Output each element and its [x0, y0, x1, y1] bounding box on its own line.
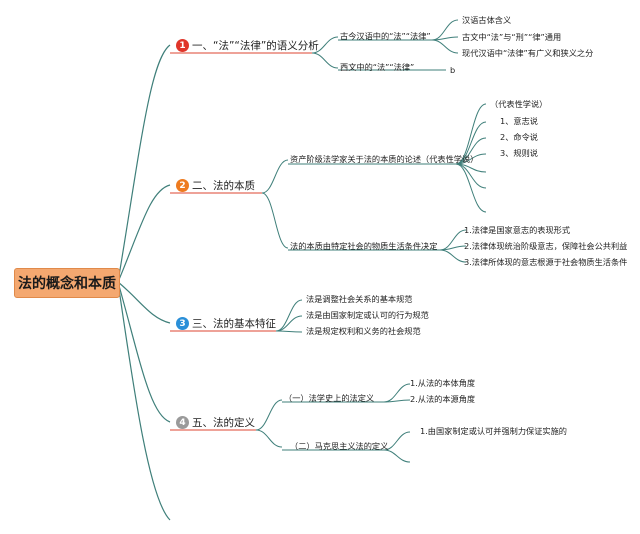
subtopic-3-1[interactable]: 法是调整社会关系的基本规范 — [306, 294, 413, 304]
badge-1-icon: 1 — [176, 39, 189, 52]
topic-1-label: 一、“法”“法律”的语义分析 — [192, 40, 319, 52]
badge-4-icon: 4 — [176, 416, 189, 429]
topic-2[interactable]: 2 二、法的本质 — [176, 178, 255, 193]
topic-4[interactable]: 4 五、法的定义 — [176, 415, 255, 430]
topic-3-label: 三、法的基本特征 — [192, 318, 276, 330]
leaf-2-1-3[interactable]: 2、命令说 — [500, 132, 538, 142]
leaf-2-1-4[interactable]: 3、规则说 — [500, 148, 538, 158]
leaf-2-2-2[interactable]: 2.法律体现统治阶级意志，保障社会公共利益 — [464, 241, 628, 251]
leaf-4-2-1[interactable]: 1.由国家制定或认可并强制力保证实施的 — [420, 426, 567, 436]
leaf-2-2-1[interactable]: 1.法律是国家意志的表现形式 — [464, 225, 571, 235]
root-node[interactable]: 法的概念和本质 — [14, 268, 120, 298]
subtopic-3-3[interactable]: 法是规定权利和义务的社会规范 — [306, 326, 421, 336]
subtopic-2-1[interactable]: 资产阶级法学家关于法的本质的论述（代表性学说） — [290, 154, 479, 164]
leaf-1-1-1[interactable]: 汉语古体含义 — [462, 15, 512, 25]
subtopic-1-2[interactable]: 西文中的“法”“法律” — [340, 62, 415, 72]
leaf-2-1-2[interactable]: 1、意志说 — [500, 116, 538, 126]
topic-3[interactable]: 3 三、法的基本特征 — [176, 316, 276, 331]
subtopic-4-1[interactable]: （一）法学史上的法定义 — [284, 393, 375, 403]
badge-3-icon: 3 — [176, 317, 189, 330]
subtopic-1-1[interactable]: 古今汉语中的“法”“法律” — [340, 31, 431, 41]
subtopic-3-2[interactable]: 法是由国家制定或认可的行为规范 — [306, 310, 429, 320]
leaf-1-1-2[interactable]: 古文中“法”与“刑”“律”通用 — [462, 32, 562, 42]
subtopic-2-2[interactable]: 法的本质由特定社会的物质生活条件决定 — [290, 241, 438, 251]
topic-4-label: 五、法的定义 — [192, 417, 255, 429]
subtopic-4-2[interactable]: （二）马克思主义法的定义 — [290, 441, 389, 451]
leaf-1-1-3[interactable]: 现代汉语中“法律”有广义和狭义之分 — [462, 48, 594, 58]
topic-1[interactable]: 1 一、“法”“法律”的语义分析 — [176, 38, 319, 53]
leaf-2-1-1[interactable]: （代表性学说） — [490, 99, 548, 109]
leaf-1-2-1[interactable]: b — [450, 65, 456, 75]
leaf-4-1-2[interactable]: 2.从法的本源角度 — [410, 394, 476, 404]
badge-2-icon: 2 — [176, 179, 189, 192]
topic-2-label: 二、法的本质 — [192, 180, 255, 192]
leaf-2-2-3[interactable]: 3.法律所体现的意志根源于社会物质生活条件 — [464, 257, 628, 267]
leaf-4-1-1[interactable]: 1.从法的本体角度 — [410, 378, 476, 388]
